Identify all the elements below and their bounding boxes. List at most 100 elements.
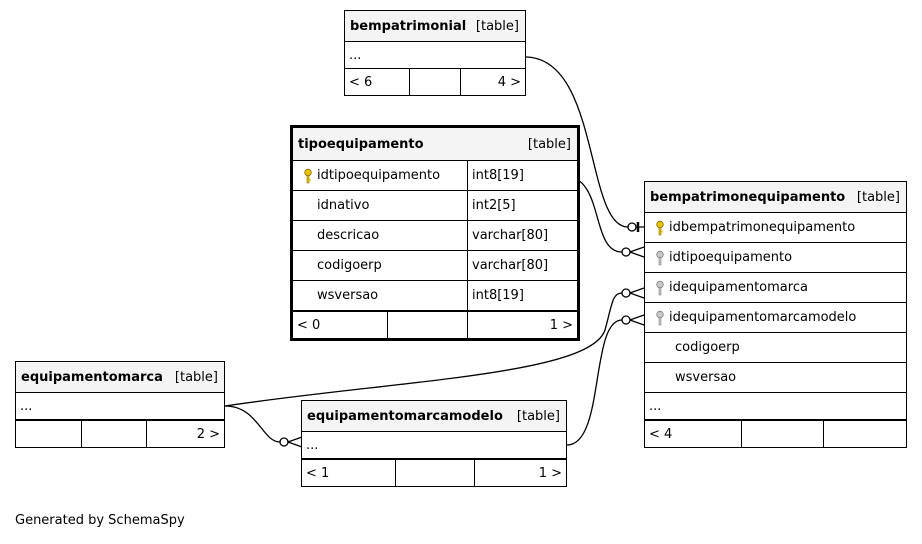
table-row: idtipoequipamento	[645, 243, 906, 273]
table-row: idnativo int2[5]	[293, 191, 577, 221]
column-name-cell: idequipamentomarcamodelo	[645, 303, 860, 332]
footer-middle	[409, 69, 460, 95]
column-name-cell: idbempatrimonequipamento	[645, 213, 859, 242]
table-row: ...	[302, 432, 566, 459]
elided-columns: ...	[20, 398, 33, 414]
column-name: descricao	[317, 228, 380, 243]
table-bempatrimonial[interactable]: bempatrimonial [table] ... < 6 4 >	[344, 10, 526, 96]
table-type: [table]	[475, 18, 519, 34]
edge-end-circle	[621, 288, 631, 298]
edge-end-circle	[621, 247, 631, 257]
table-row: idtipoequipamento int8[19]	[293, 161, 577, 191]
edge-end-crowfoot	[629, 314, 645, 326]
elided-columns: ...	[349, 47, 362, 63]
table-type: [table]	[174, 369, 218, 385]
foreign-key-icon	[651, 280, 669, 296]
table-type: [table]	[516, 408, 560, 424]
footer-children-count	[823, 421, 906, 447]
column-type: varchar[80]	[467, 251, 565, 280]
table-type: [table]	[527, 136, 571, 152]
primary-key-icon	[299, 168, 317, 184]
table-footer: < 6 4 >	[345, 69, 525, 95]
edge-equipamentomarca-equipamentomarcamodelo	[224, 405, 281, 443]
edge-end-crowfoot	[287, 436, 303, 448]
column-name: idequipamentomarcamodelo	[669, 310, 857, 325]
column-type: int8[19]	[467, 281, 565, 310]
table-equipamentomarca[interactable]: equipamentomarca [table] ... 2 >	[15, 361, 225, 448]
edge-end-circle	[279, 437, 289, 447]
footer-parents-count: < 4	[649, 426, 673, 442]
column-name-cell: idtipoequipamento	[293, 161, 467, 190]
footer-middle	[395, 460, 474, 486]
table-name: tipoequipamento	[298, 136, 424, 152]
column-name-cell: idequipamentomarca	[645, 273, 812, 302]
table-name: bempatrimonequipamento	[650, 189, 846, 205]
column-type: int2[5]	[467, 191, 565, 220]
footer-parents-count: < 6	[349, 74, 373, 90]
table-header: equipamentomarca [table]	[16, 362, 224, 393]
footer-parents-count: < 0	[297, 317, 321, 333]
table-row: wsversao int8[19]	[293, 281, 577, 311]
elided-columns: ...	[306, 437, 319, 453]
column-name: idnativo	[317, 198, 370, 213]
edge-equipamentomarcamodelo-bempatrimonequipamento	[566, 319, 623, 446]
table-row: ...	[645, 393, 906, 420]
footer-parents-count	[16, 421, 81, 447]
table-header: tipoequipamento [table]	[293, 128, 577, 161]
footer-children-count: 1 >	[467, 312, 577, 338]
column-type: int8[19]	[467, 161, 565, 190]
foreign-key-icon	[651, 250, 669, 266]
column-name: codigoerp	[675, 340, 740, 355]
footer-parents-count: < 1	[306, 465, 330, 481]
column-name: idequipamentomarca	[669, 280, 808, 295]
footer-middle	[387, 312, 467, 338]
footer-children-count: 4 >	[460, 69, 525, 95]
table-row: codigoerp	[645, 333, 906, 363]
primary-key-icon	[651, 220, 669, 236]
table-name: equipamentomarca	[21, 369, 163, 385]
table-row: wsversao	[645, 363, 906, 393]
edge-bempatrimonial-bempatrimonequipamento	[524, 56, 644, 228]
table-header: equipamentomarcamodelo [table]	[302, 401, 566, 432]
table-row: idbempatrimonequipamento	[645, 213, 906, 243]
edge-end-circle	[627, 222, 637, 232]
table-header: bempatrimonial [table]	[345, 11, 525, 42]
column-name: idtipoequipamento	[317, 168, 441, 183]
table-footer: < 0 1 >	[293, 311, 577, 338]
footer-children-count: 1 >	[474, 460, 566, 486]
table-row: descricao varchar[80]	[293, 221, 577, 251]
table-row: ...	[16, 393, 224, 420]
column-name: idbempatrimonequipamento	[669, 220, 856, 235]
table-name: equipamentomarcamodelo	[307, 408, 503, 424]
column-name: idtipoequipamento	[669, 250, 793, 265]
table-row: idequipamentomarcamodelo	[645, 303, 906, 333]
column-name: codigoerp	[317, 258, 382, 273]
table-bempatrimonequipamento[interactable]: bempatrimonequipamento [table] idbempatr…	[644, 181, 907, 448]
table-header: bempatrimonequipamento [table]	[645, 182, 906, 213]
edge-end-circle	[621, 315, 631, 325]
table-footer: 2 >	[16, 420, 224, 447]
table-type: [table]	[856, 189, 900, 205]
table-footer: < 4	[645, 420, 906, 447]
edge-end-crowfoot	[629, 246, 645, 258]
generated-by-credit: Generated by SchemaSpy	[15, 513, 185, 528]
table-name: bempatrimonial	[350, 18, 467, 34]
column-name: wsversao	[675, 370, 737, 385]
footer-middle	[741, 421, 823, 447]
foreign-key-icon	[651, 310, 669, 326]
footer-middle	[81, 421, 146, 447]
table-row: codigoerp varchar[80]	[293, 251, 577, 281]
column-name: wsversao	[317, 288, 379, 303]
table-equipamentomarcamodelo[interactable]: equipamentomarcamodelo [table] ... < 1 1…	[301, 400, 567, 487]
edge-equipamentomarca-bempatrimonequipamento	[224, 292, 623, 407]
table-footer: < 1 1 >	[302, 459, 566, 486]
column-name-cell: idtipoequipamento	[645, 243, 796, 272]
elided-columns: ...	[649, 398, 662, 414]
table-row: idequipamentomarca	[645, 273, 906, 303]
edge-end-crowfoot	[629, 287, 645, 299]
column-type: varchar[80]	[467, 221, 565, 250]
table-tipoequipamento[interactable]: tipoequipamento [table] idtipoequipament…	[290, 125, 580, 341]
table-row: ...	[345, 42, 525, 69]
footer-children-count: 2 >	[146, 421, 224, 447]
